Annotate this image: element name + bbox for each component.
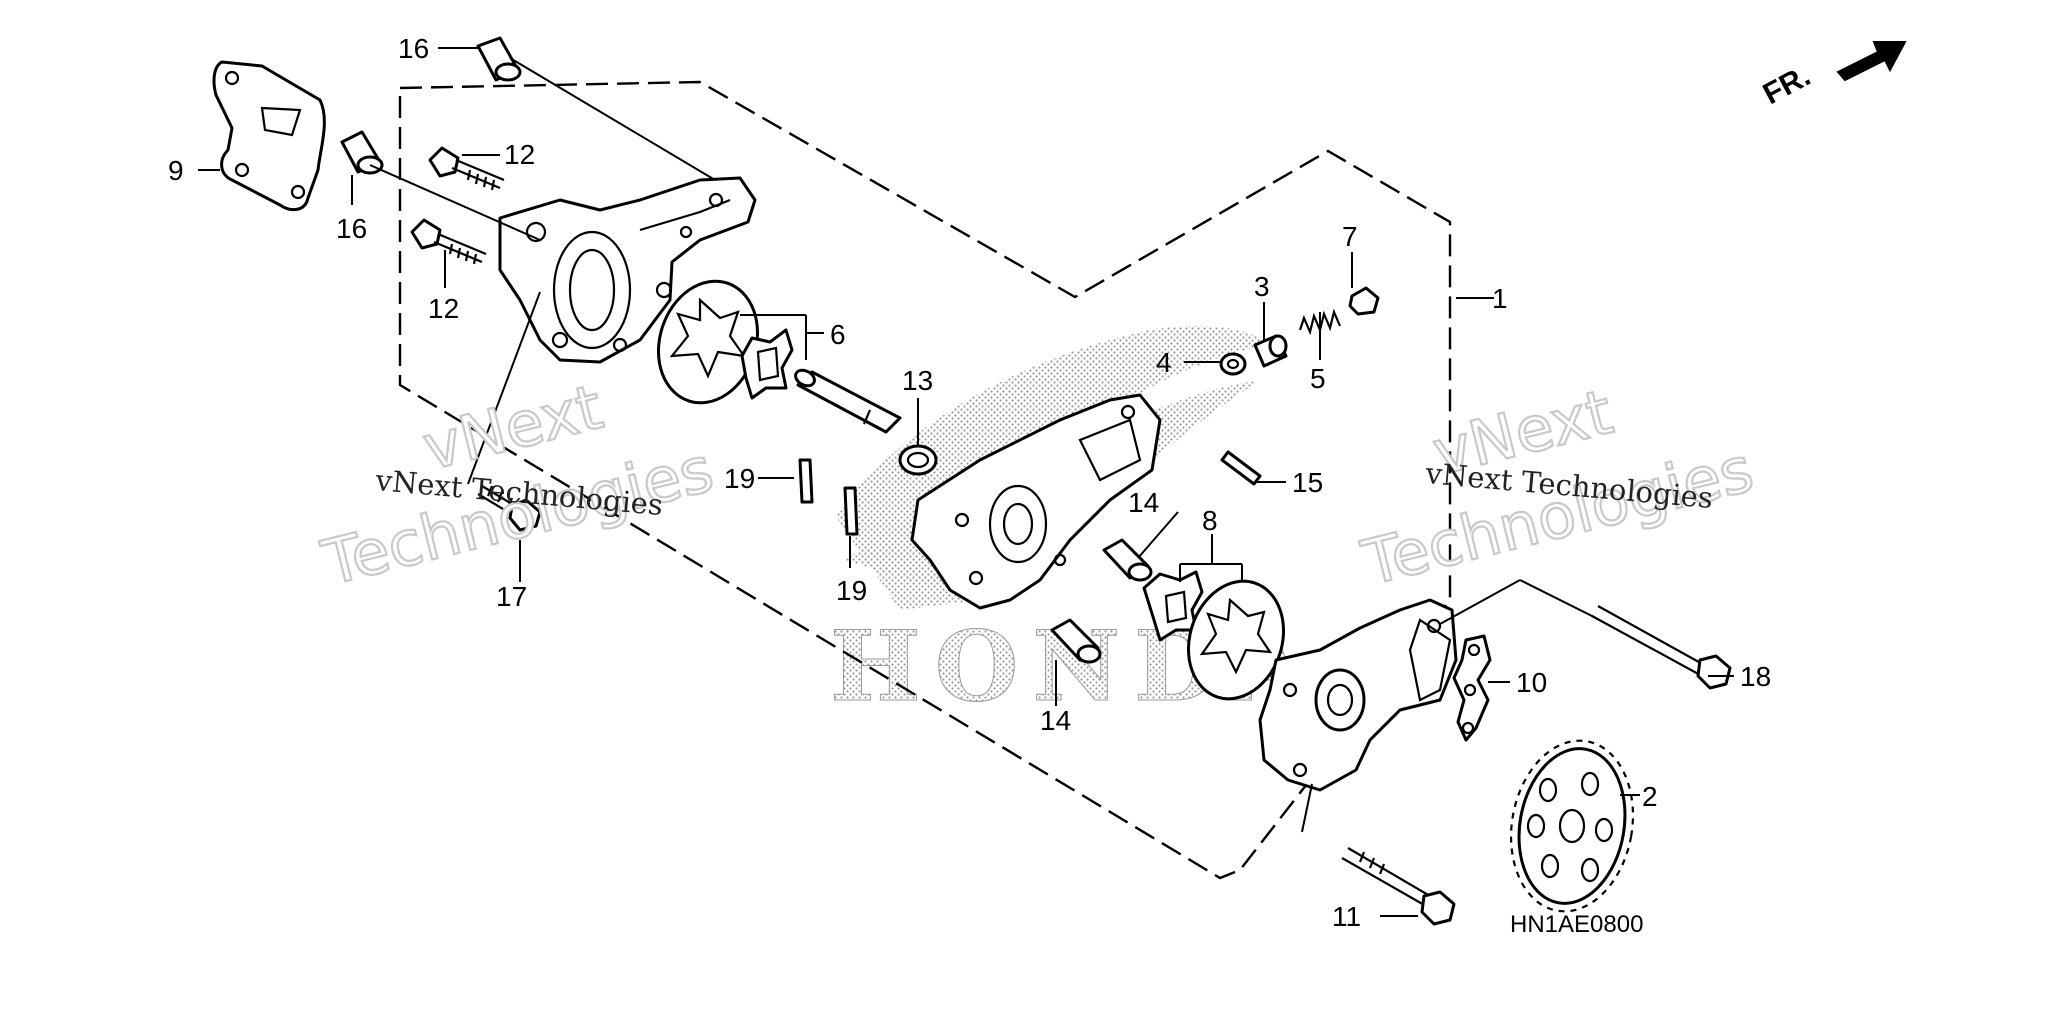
part-3-valve-piston [1253,334,1288,368]
part-2-driven-gear [1509,739,1635,913]
callout-16-upper[interactable]: 16 [398,33,429,64]
part-7-cap-nut [1348,286,1380,316]
part-10-gasket [1452,634,1492,742]
drawing-code: HN1AE0800 [1510,911,1643,938]
part-11-bolt [1341,847,1456,926]
part-12-bolt-lower [410,218,487,265]
callout-labels: 1 2 3 4 5 6 7 8 9 10 11 12 12 13 14 14 1… [168,33,1771,932]
callout-14-upper[interactable]: 14 [1128,487,1159,518]
assembly-outline [398,80,1452,880]
callout-10[interactable]: 10 [1516,667,1547,698]
callout-4[interactable]: 4 [1156,347,1172,378]
part-12-bolt-upper [428,146,505,191]
callout-11[interactable]: 11 [1332,901,1361,932]
part-14-dowel-lower [1050,618,1102,664]
callout-19-upper[interactable]: 19 [724,463,755,494]
front-direction-label: FR. [1758,59,1816,111]
part-13-seal-ring [898,444,938,476]
callout-6[interactable]: 6 [830,319,846,350]
vnext-watermark-right: vNext Technologies vNext Technologies [1354,374,1761,601]
part-17-bolt [477,485,542,532]
part-15-cotter-pin [1220,450,1262,486]
pump-shaft [794,368,902,434]
callout-19-lower[interactable]: 19 [836,575,867,606]
part-8-inner-rotor [1142,570,1204,642]
callout-14-lower[interactable]: 14 [1040,705,1071,736]
leader-lines [198,47,1734,917]
vnext-watermark-left: vNext Technologies vNext Technologies [314,369,721,601]
callout-17[interactable]: 17 [496,581,527,612]
callout-3[interactable]: 3 [1254,271,1270,302]
callout-7[interactable]: 7 [1342,221,1358,252]
front-arrow-icon [1836,41,1907,82]
part-9-bracket [212,60,326,212]
pump-cover-plate [1258,598,1458,792]
part-19-pin-upper [798,458,814,504]
callout-5[interactable]: 5 [1310,363,1326,394]
part-19-pin-lower [843,486,859,536]
front-direction-indicator: FR. [1758,41,1907,111]
callout-9[interactable]: 9 [168,155,184,186]
part-4-washer [1219,352,1247,376]
callout-12-lower[interactable]: 12 [428,293,459,324]
callout-2[interactable]: 2 [1642,781,1658,812]
callout-8[interactable]: 8 [1202,505,1218,536]
callout-15[interactable]: 15 [1292,467,1323,498]
pump-body-middle [910,393,1162,610]
callout-12-upper[interactable]: 12 [504,139,535,170]
callout-16-lower[interactable]: 16 [336,213,367,244]
callout-1[interactable]: 1 [1492,283,1508,314]
part-6-inner-rotor [740,328,794,400]
part-16-collar-upper [476,36,522,82]
callout-18[interactable]: 18 [1740,661,1771,692]
part-14-dowel-upper [1102,538,1153,582]
part-18-bolt [1591,605,1732,690]
pump-body-outer [498,176,757,364]
callout-13[interactable]: 13 [902,365,933,396]
part-8-outer-rotor [1186,579,1286,701]
